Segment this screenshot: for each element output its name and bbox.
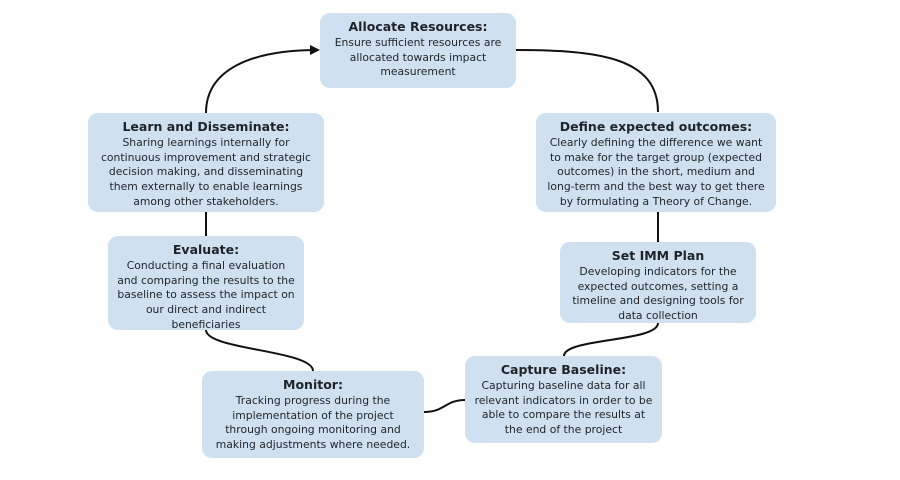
- step-description: Developing indicators for the expected o…: [572, 265, 744, 323]
- step-description: Ensure sufficient resources are allocate…: [334, 36, 502, 79]
- step-evaluate: Evaluate: Conducting a final evaluation …: [108, 236, 304, 331]
- step-description: Capturing baseline data for all relevant…: [474, 379, 653, 437]
- step-monitor: Monitor: Tracking progress during the im…: [202, 371, 424, 458]
- step-description: Tracking progress during the implementat…: [215, 394, 411, 452]
- connector-monitor-evaluate: [205, 329, 314, 372]
- step-description: Sharing learnings internally for continu…: [100, 136, 311, 208]
- connector-baseline-monitor: [423, 399, 466, 413]
- step-title: Allocate Resources:: [348, 19, 488, 34]
- step-learn-disseminate: Learn and Disseminate: Sharing learnings…: [88, 113, 324, 212]
- step-title: Set IMM Plan: [611, 248, 705, 263]
- step-allocate-resources: Allocate Resources: Ensure sufficient re…: [320, 13, 516, 88]
- step-title: Monitor:: [283, 377, 343, 392]
- step-title: Define expected outcomes:: [559, 119, 753, 134]
- step-description: Clearly defining the difference we want …: [547, 136, 765, 208]
- connector-learn-allocate-arrow: [205, 45, 320, 114]
- connector-immplan-baseline: [563, 322, 659, 357]
- step-title: Evaluate:: [172, 242, 240, 257]
- step-description: Conducting a final evaluation and compar…: [117, 259, 295, 331]
- step-set-imm-plan: Set IMM Plan Developing indicators for t…: [560, 242, 756, 323]
- step-define-outcomes: Define expected outcomes: Clearly defini…: [536, 113, 776, 212]
- step-capture-baseline: Capture Baseline: Capturing baseline dat…: [465, 356, 662, 443]
- step-title: Capture Baseline:: [500, 362, 627, 377]
- step-title: Learn and Disseminate:: [122, 119, 290, 134]
- connector-allocate-define: [515, 49, 659, 113]
